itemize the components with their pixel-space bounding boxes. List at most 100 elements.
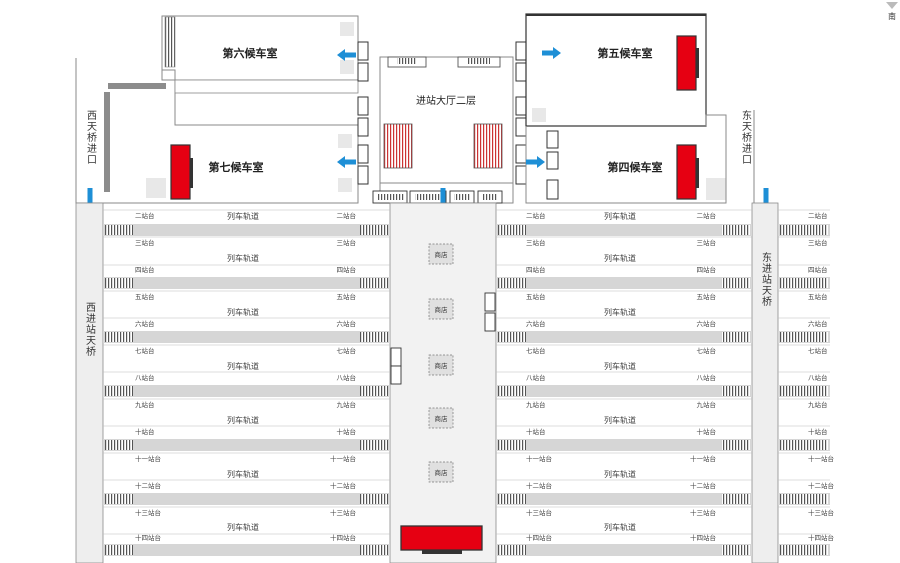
platform-label: 十四站台 [690, 533, 716, 542]
track-label: 列车轨道 [604, 253, 636, 263]
stair [360, 278, 388, 288]
east-entrance-label: 东天桥进口 [740, 109, 752, 165]
platform-label: 七站台 [808, 346, 828, 355]
platform-label: 六站台 [808, 319, 828, 328]
platform-label: 八站台 [337, 373, 357, 382]
waiting-room-7-label: 第七候车室 [209, 160, 264, 174]
platform-label: 十三站台 [690, 508, 716, 517]
platform-label: 九站台 [697, 400, 717, 409]
escalator [383, 123, 413, 169]
shop-label: 商店 [435, 468, 449, 477]
platform-label: 三站台 [697, 238, 717, 247]
platform-label: 三站台 [135, 238, 155, 247]
arrow-right-icon [526, 156, 545, 168]
stair [360, 545, 388, 555]
stair [105, 440, 133, 450]
platform-label: 十四站台 [526, 533, 552, 542]
shop [428, 354, 454, 376]
stair [360, 386, 388, 396]
stair [722, 332, 750, 342]
platform-label: 二站台 [135, 211, 155, 220]
platform-label: 九站台 [808, 400, 828, 409]
stair [498, 386, 526, 396]
west-entrance-label: 西天桥进口 [85, 110, 97, 165]
platform-label: 十四站台 [330, 533, 356, 542]
platform-label: 十三站台 [135, 508, 161, 517]
stair [360, 494, 388, 504]
platform-label: 三站台 [526, 238, 546, 247]
platform-label: 六站台 [337, 319, 357, 328]
track-band [496, 224, 752, 236]
shop-label: 商店 [435, 250, 449, 259]
track-band [103, 439, 390, 451]
platform-label: 十四站台 [135, 533, 161, 542]
track-label: 列车轨道 [604, 522, 636, 532]
track-label: 列车轨道 [227, 415, 259, 425]
platform-label: 十二站台 [330, 481, 356, 490]
platform-label: 五站台 [337, 292, 357, 301]
track-band [496, 385, 752, 397]
stair [780, 545, 808, 555]
platform-label: 九站台 [526, 400, 546, 409]
platform-label: 十站台 [337, 427, 357, 436]
platform-label: 六站台 [135, 319, 155, 328]
seating [104, 83, 352, 198]
platform-label: 四站台 [526, 265, 546, 274]
platform-label: 十站台 [135, 427, 155, 436]
track-band [496, 277, 752, 289]
platform-label: 十一站台 [330, 454, 356, 463]
track-band [103, 544, 390, 556]
platform-label: 二站台 [337, 211, 357, 220]
track-band [496, 544, 752, 556]
track-label: 列车轨道 [604, 361, 636, 371]
window-strip [164, 16, 176, 68]
stair [722, 494, 750, 504]
stair [780, 386, 808, 396]
stair [105, 332, 133, 342]
compass-label: 南 [888, 11, 896, 21]
stair [360, 225, 388, 235]
stair [498, 440, 526, 450]
stair [800, 440, 828, 450]
track-label: 列车轨道 [227, 469, 259, 479]
platform-label: 四站台 [808, 265, 828, 274]
platform-label: 五站台 [808, 292, 828, 301]
inner-wall [174, 79, 359, 94]
stair [498, 545, 526, 555]
platform-label: 七站台 [697, 346, 717, 355]
platform-label: 八站台 [135, 373, 155, 382]
shop [428, 298, 454, 320]
stair [780, 225, 808, 235]
shop [428, 243, 454, 265]
waiting-room-6-label: 第六候车室 [223, 46, 278, 60]
platform-label: 八站台 [526, 373, 546, 382]
platform-label: 十三站台 [526, 508, 552, 517]
platform-label: 七站台 [337, 346, 357, 355]
platform-label: 六站台 [697, 319, 717, 328]
shop-label: 商店 [435, 414, 449, 423]
platform-label: 五站台 [135, 292, 155, 301]
stair [360, 440, 388, 450]
platform-label: 四站台 [697, 265, 717, 274]
stair [498, 278, 526, 288]
waiting-room-4-label: 第四候车室 [608, 160, 663, 174]
platform-label: 十站台 [697, 427, 717, 436]
platform-label: 十二站台 [526, 481, 552, 490]
track-label: 列车轨道 [227, 307, 259, 317]
track-band [496, 331, 752, 343]
waiting-room-5-outline [525, 13, 707, 127]
billboard-waiting-4 [676, 144, 697, 200]
upper-concourse: 第六候车室 第五候车室 第七候车室 第四候车室 进站大厅二层 西天桥进口 东天桥… [75, 13, 772, 223]
platform-label: 十二站台 [808, 481, 834, 490]
shop-label: 商店 [435, 305, 449, 314]
stair [105, 278, 133, 288]
west-connector-boxes [357, 41, 369, 185]
platform-label: 二站台 [697, 211, 717, 220]
platform-label: 九站台 [135, 400, 155, 409]
track-label: 列车轨道 [604, 469, 636, 479]
stair [498, 225, 526, 235]
stair [800, 278, 828, 288]
hall-label: 进站大厅二层 [416, 94, 476, 107]
east-overpass [751, 202, 779, 563]
stair [780, 494, 808, 504]
